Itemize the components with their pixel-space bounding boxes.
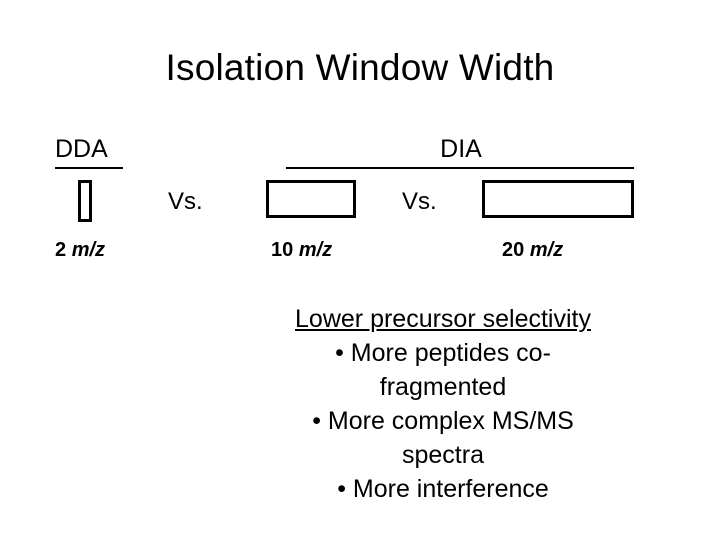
page-title: Isolation Window Width	[165, 47, 555, 88]
separator-vs-1: Vs.	[168, 188, 203, 215]
list-item-line-1: • More complex MS/MS	[312, 407, 574, 435]
notes-list: • More peptides co- fragmented • More co…	[248, 336, 638, 506]
dia-underline	[286, 167, 634, 169]
caption-10-mz-number: 10	[271, 239, 294, 261]
list-item-line-1: • More interference	[337, 475, 549, 503]
isolation-window-narrow	[78, 180, 92, 222]
dda-underline	[55, 167, 123, 169]
list-item-line-1: • More peptides co-	[335, 339, 551, 367]
list-item: • More interference	[248, 472, 638, 506]
caption-10-mz-unit: m/z	[298, 239, 333, 261]
caption-10-mz: 10 m/z	[271, 238, 332, 262]
list-item-line-2: spectra	[402, 441, 484, 469]
caption-2-mz-unit: m/z	[71, 239, 106, 261]
dda-label: DDA	[55, 135, 108, 163]
isolation-window-wide	[482, 180, 634, 218]
list-item-line-2: fragmented	[379, 373, 507, 401]
list-item: • More peptides co- fragmented	[248, 336, 638, 404]
notes-heading: Lower precursor selectivity	[295, 305, 591, 333]
list-item: • More complex MS/MS spectra	[248, 404, 638, 472]
caption-20-mz-unit: m/z	[529, 239, 564, 261]
notes-block: Lower precursor selectivity • More pepti…	[248, 302, 638, 506]
caption-20-mz-number: 20	[502, 239, 525, 261]
caption-2-mz: 2 m/z	[55, 238, 105, 262]
caption-20-mz: 20 m/z	[502, 238, 563, 262]
separator-vs-2: Vs.	[402, 188, 437, 215]
isolation-window-medium	[266, 180, 356, 218]
dia-label: DIA	[440, 135, 482, 163]
caption-2-mz-number: 2	[55, 239, 67, 261]
